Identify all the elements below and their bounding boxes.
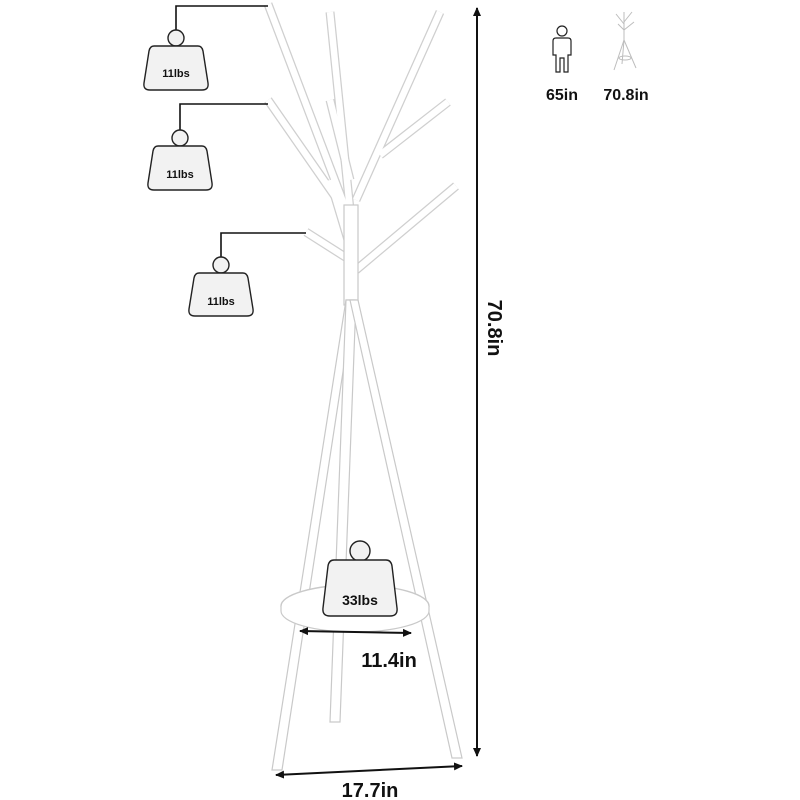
rack-leg-center [329, 299, 357, 723]
base-width-dimension: 17.7in [275, 762, 463, 800]
rack-height-label: 70.8in [603, 87, 648, 104]
person-icon [552, 25, 572, 73]
shelf-diameter-dimension: 11.4in [299, 627, 417, 672]
hook-weight-3-label: 11lbs [207, 296, 235, 308]
hook-weight-2-label: 11lbs [166, 169, 194, 181]
shelf-weight-label: 33lbs [342, 592, 378, 608]
hook-weight-2: 11lbs [147, 103, 268, 191]
coat-rack-icon [613, 11, 637, 71]
rack-branches [263, 2, 459, 274]
height-dimension: 70.8in [473, 7, 505, 757]
shelf-diameter-label: 11.4in [361, 650, 417, 672]
shelf-weight: 33lbs [322, 540, 398, 617]
rack-hub [343, 204, 359, 306]
hook-weight-3: 11lbs [188, 232, 306, 317]
height-label: 70.8in [483, 300, 505, 357]
base-width-label: 17.7in [342, 780, 399, 800]
person-height-label: 65in [546, 87, 578, 104]
scale-comparison: 65in 70.8in [546, 11, 649, 104]
rack-leg-right [349, 299, 463, 759]
coat-rack-illustration [263, 2, 463, 771]
hook-weight-1-label: 11lbs [162, 68, 190, 80]
hook-weight-1: 11lbs [143, 5, 268, 91]
